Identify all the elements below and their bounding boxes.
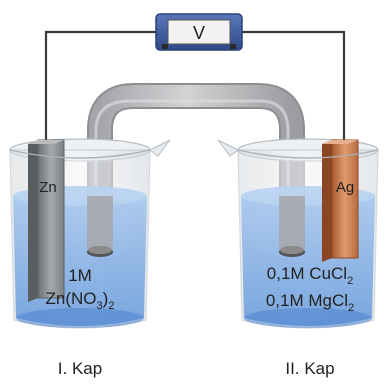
voltmeter-label: V xyxy=(193,23,205,43)
right-wire xyxy=(236,30,346,150)
right-beaker-caption: II. Kap xyxy=(285,359,334,378)
right-solute-2: 0,1M MgCl2 xyxy=(266,291,354,314)
left-concentration: 1M xyxy=(68,266,92,285)
voltmeter-display xyxy=(167,19,231,45)
right-solute-1: 0,1M CuCl2 xyxy=(267,264,353,287)
silver-electrode: Ag xyxy=(322,139,359,262)
left-solute: Zn(NO3)2 xyxy=(46,289,115,312)
left-beaker-caption: I. Kap xyxy=(58,359,102,378)
salt-bridge-right-end xyxy=(279,196,305,257)
voltmeter: V xyxy=(155,13,243,51)
beaker-right-rim xyxy=(237,149,379,159)
zinc-electrode: Zn xyxy=(28,139,65,302)
salt-bridge xyxy=(87,83,305,250)
salt-bridge-left-end xyxy=(87,196,113,257)
left-wire xyxy=(44,30,165,150)
beaker-left-rim xyxy=(9,149,151,159)
zinc-label: Zn xyxy=(39,179,57,196)
silver-label: Ag xyxy=(336,179,354,196)
